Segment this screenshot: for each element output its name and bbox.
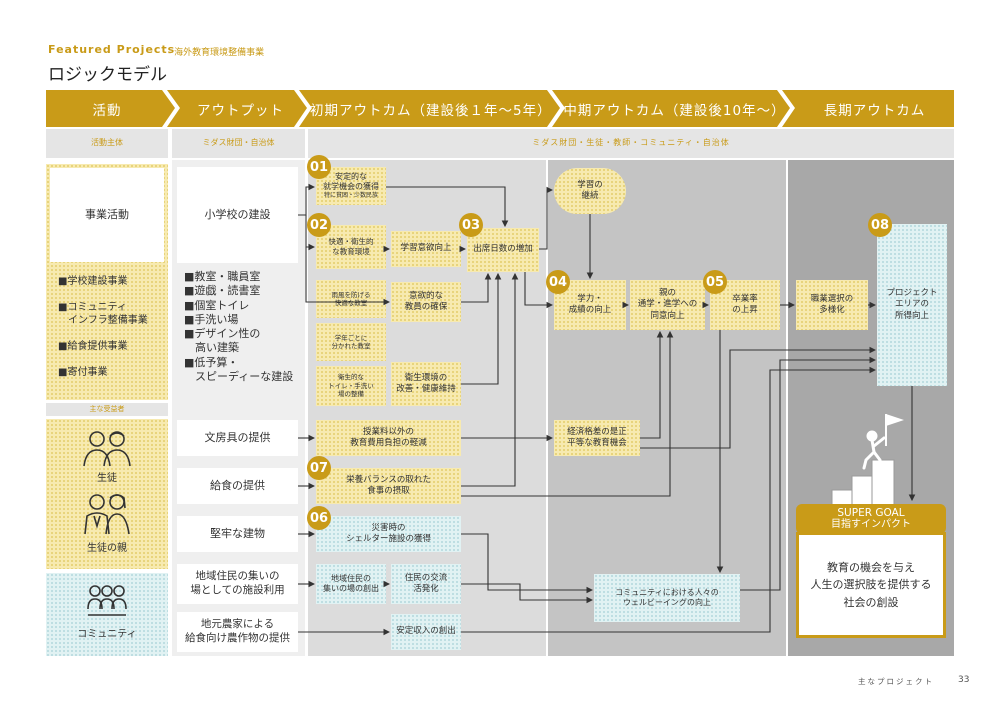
badge-02: 02 xyxy=(307,213,331,237)
box-rain: 雨風を防げる 快適な教室 xyxy=(316,280,386,318)
col-long: 長期アウトカム xyxy=(823,102,926,119)
community-icon xyxy=(87,585,127,616)
box-career: 職業選択の 多様化 xyxy=(796,280,868,330)
box-hygiene: 衛生環境の 改善・健康維持 xyxy=(391,362,461,406)
output-school: 小学校の建設 xyxy=(177,167,298,263)
beneficiary-label: 主な受益者 xyxy=(46,403,168,416)
box-08-income: プロジェクト エリアの 所得向上 xyxy=(877,224,947,386)
col-mid: 中期アウトカム（建設後10年〜） xyxy=(563,102,786,119)
box-toilet: 衛生的な トイレ・手洗い 場の整備 xyxy=(316,366,386,406)
box-07-nutrition: 栄養バランスの取れた 食事の摂取 xyxy=(316,468,461,504)
eyebrow: Featured Projects xyxy=(48,43,176,56)
header-chevron-3 xyxy=(299,90,560,127)
box-01-sub: 特に貧困・少数民族 xyxy=(323,192,378,200)
header-chevron-1 xyxy=(46,90,175,127)
super-goal-box: 教育の機会を与え 人生の選択肢を提供する 社会の創設 xyxy=(796,532,946,638)
flag xyxy=(886,414,904,426)
box-exchange: 住民の交流 活発化 xyxy=(391,564,461,604)
col-activity: 活動 xyxy=(92,102,122,119)
activity-items: ■学校建設事業 ■コミュニティ インフラ整備事業 ■給食提供事業 ■寄付事業 xyxy=(58,276,148,378)
box-teachers: 意欲的な 教員の確保 xyxy=(391,282,461,322)
sub-outcome: ミダス財団・生徒・教師・コミュニティ・自治体 xyxy=(308,129,954,158)
col-output: アウトプット xyxy=(197,102,284,119)
badge-03: 03 xyxy=(459,213,483,237)
box-06-shelter: 災害時の シェルター施設の獲得 xyxy=(316,516,461,552)
badge-06: 06 xyxy=(307,506,331,530)
header-chevron-4 xyxy=(552,90,790,127)
beneficiary-student-panel xyxy=(46,419,168,569)
output-community-use: 地域住民の集いの 場としての施設利用 xyxy=(177,564,298,604)
box-cost: 授業料以外の 教育費用負担の軽減 xyxy=(316,420,461,456)
parents-icon xyxy=(84,494,130,535)
box-income: 安定収入の創出 xyxy=(391,614,461,650)
activity-main: 事業活動 xyxy=(50,168,164,262)
output-meals: 給食の提供 xyxy=(177,468,298,504)
box-grade: 学年ごとに 分かれた教室 xyxy=(316,323,386,361)
box-gathering: 地域住民の 集いの場の創出 xyxy=(316,564,386,604)
footer-label: 主なプロジェクト xyxy=(858,677,934,686)
box-03-attendance: 出席日数の増加 xyxy=(467,228,539,272)
output-stationery: 文房具の提供 xyxy=(177,420,298,456)
beneficiary-community: コミュニティ xyxy=(77,628,137,640)
box-01-main: 安定的な 就学機会の獲得 xyxy=(323,171,379,192)
box-wellbeing: コミュニティにおける人々の ウェルビーイングの向上 xyxy=(594,574,740,622)
header-chevron-2 xyxy=(167,90,307,127)
output-farmers: 地元農家による 給食向け農作物の提供 xyxy=(177,612,298,652)
beneficiary-student: 生徒 xyxy=(97,472,117,484)
badge-07: 07 xyxy=(307,456,331,480)
box-continue: 学習の 継続 xyxy=(554,168,626,214)
badge-08: 08 xyxy=(868,213,892,237)
students-icon xyxy=(83,431,131,467)
goal-flag-illustration xyxy=(831,414,904,507)
sub-activity: 活動主体 xyxy=(46,129,168,158)
badge-04: 04 xyxy=(546,270,570,294)
output-building: 堅牢な建物 xyxy=(177,516,298,552)
super-goal-title: SUPER GOAL xyxy=(837,507,905,520)
box-motivation: 学習意欲向上 xyxy=(391,231,461,267)
page-title: ロジックモデル xyxy=(48,65,167,85)
output-school-items: ■教室・職員室 ■遊戯・読書室 ■個室トイレ ■手洗い場 ■デザイン性の 高い建… xyxy=(184,270,294,384)
eyebrow-sub: - 海外教育環境整備事業 xyxy=(168,48,265,58)
badge-05: 05 xyxy=(703,270,727,294)
beneficiary-parent: 生徒の親 xyxy=(87,542,127,554)
col-initial: 初期アウトカム（建設後１年〜5年） xyxy=(310,102,552,119)
box-consent: 親の 通学・進学への 同意向上 xyxy=(630,280,705,330)
sub-output: ミダス財団・自治体 xyxy=(172,129,305,158)
super-goal-banner: SUPER GOAL 目指すインパクト xyxy=(796,504,946,534)
page-number: 33 xyxy=(958,675,970,685)
badge-01: 01 xyxy=(307,155,331,179)
box-equality: 経済格差の是正 平等な教育機会 xyxy=(554,420,640,456)
header-chevron-5 xyxy=(782,90,954,127)
super-goal-impact: 目指すインパクト xyxy=(831,519,911,531)
